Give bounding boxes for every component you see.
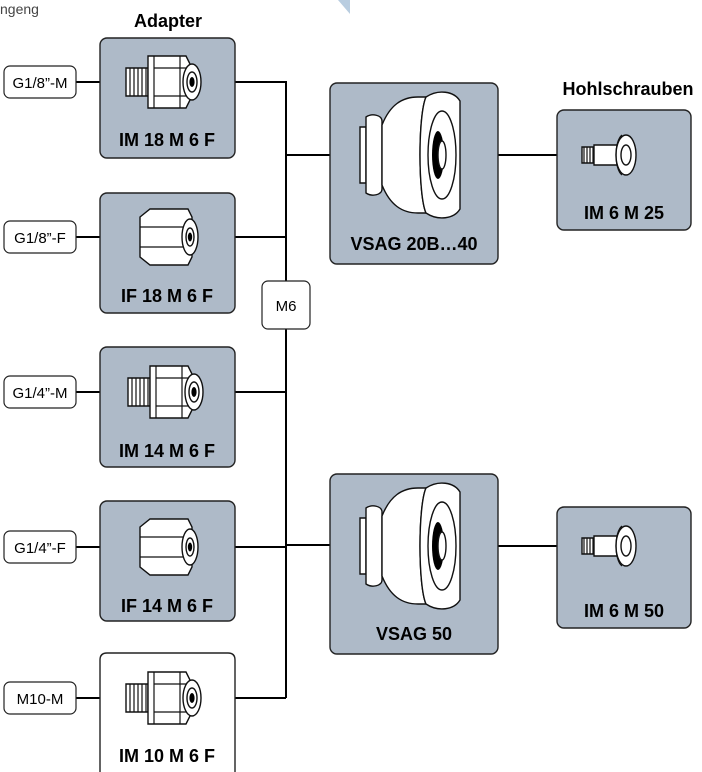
connector-m6[interactable]: M6: [261, 280, 311, 330]
svg-text:M6: M6: [276, 298, 297, 315]
svg-text:G1/4”-F: G1/4”-F: [14, 540, 66, 557]
adapter-box-if18[interactable]: IF 18 M 6 F: [99, 192, 236, 314]
female-hex-fitting-icon: [139, 208, 199, 266]
screw-box-im6m50[interactable]: IM 6 M 50: [556, 506, 692, 629]
adapter-label-if14: IF 14 M 6 F: [121, 596, 213, 616]
adapter-label-im10: IM 10 M 6 F: [119, 746, 215, 766]
female-hex-fitting-icon: [139, 518, 199, 576]
adapter-label-im18: IM 18 M 6 F: [119, 130, 215, 150]
connector-g14f[interactable]: G1/4”-F: [3, 530, 77, 564]
connector-g14m[interactable]: G1/4”-M: [3, 375, 77, 409]
header-fragment: ngeng: [0, 1, 39, 17]
cup-label-vsag20: VSAG 20B…40: [350, 234, 477, 254]
screw-box-im6m25[interactable]: IM 6 M 25: [556, 109, 692, 231]
screw-label-im6m50: IM 6 M 50: [584, 601, 664, 621]
adapter-box-im14[interactable]: IM 14 M 6 F: [99, 346, 236, 468]
adapter-label-if18: IF 18 M 6 F: [121, 286, 213, 306]
screw-label-im6m25: IM 6 M 25: [584, 203, 664, 223]
heading-hohlschrauben: Hohlschrauben: [562, 79, 693, 99]
cup-label-vsag50: VSAG 50: [376, 624, 452, 644]
svg-text:G1/4”-M: G1/4”-M: [12, 385, 67, 402]
svg-text:M10-M: M10-M: [17, 691, 64, 708]
adapter-label-im14: IM 14 M 6 F: [119, 441, 215, 461]
decorative-arrow: [338, 0, 350, 14]
svg-text:G1/8”-F: G1/8”-F: [14, 230, 66, 247]
heading-adapter: Adapter: [134, 11, 202, 31]
svg-text:G1/8”-M: G1/8”-M: [12, 75, 67, 92]
cup-box-vsag20[interactable]: VSAG 20B…40: [329, 82, 499, 265]
adapter-box-im18[interactable]: IM 18 M 6 F: [99, 37, 236, 159]
cup-box-vsag50[interactable]: VSAG 50: [329, 473, 499, 655]
adapter-box-im10[interactable]: IM 10 M 6 F: [99, 652, 236, 772]
connector-g18f[interactable]: G1/8”-F: [3, 220, 77, 254]
connector-m10m[interactable]: M10-M: [3, 681, 77, 715]
connector-g18m[interactable]: G1/8”-M: [3, 65, 77, 99]
adapter-box-if14[interactable]: IF 14 M 6 F: [99, 500, 236, 622]
